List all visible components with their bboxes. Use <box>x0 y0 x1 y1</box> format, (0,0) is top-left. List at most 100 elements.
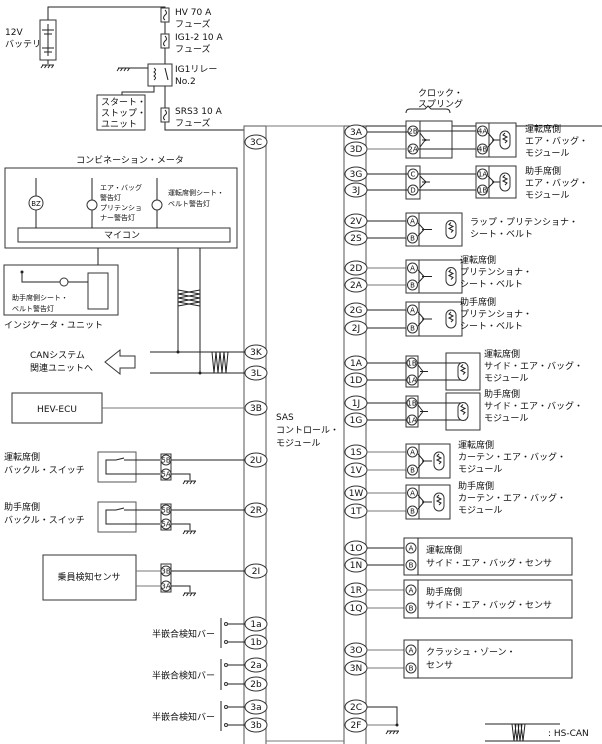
sas-pin-1W-label: 1W <box>349 489 364 499</box>
ground-icon <box>193 592 196 597</box>
ground-icon <box>116 67 130 72</box>
passenger-belt-lamp-label: ベルト警告灯 <box>12 304 54 313</box>
sas-pin-2R-label: 2R <box>250 506 262 516</box>
component-7-label: サイド・エア・バッグ・ <box>484 400 583 412</box>
passenger-buckle-switch-label: 助手席側 <box>4 501 40 513</box>
component-4-pin <box>407 262 418 274</box>
airbag-lamp-label: 警告灯 <box>100 193 121 202</box>
component-2-label: エア・バッグ・ <box>525 177 588 189</box>
component-2-squib-icon <box>501 174 509 186</box>
ground-icon <box>189 480 193 485</box>
component-5-pin <box>407 322 418 334</box>
component-4-label: シート・ベルト <box>460 280 523 290</box>
component-4-pin-label: B <box>410 282 415 290</box>
sas-pin-3J-label: 3J <box>352 186 360 196</box>
sas-module-label: SAS <box>276 413 294 423</box>
component-11-pin-label: B <box>409 605 414 613</box>
ground-icon <box>193 530 196 535</box>
component-9-label: カーテン・エア・バッグ・ <box>458 492 566 504</box>
terminal <box>224 682 228 686</box>
sas-pin-3K-label: 3K <box>250 348 263 358</box>
sas-pin-2V-label: 2V <box>350 217 363 227</box>
ground-icon <box>189 530 193 535</box>
sas-pin-2a-label: 2a <box>250 661 261 671</box>
can-label: CANシステム <box>30 350 85 361</box>
component-6-label: モジュール <box>484 374 528 384</box>
airbag-lamp-label: プリテンショ <box>100 204 142 212</box>
component-9-pin <box>407 505 418 517</box>
clock-spring-label: クロック・ <box>418 88 463 99</box>
component-11-pin <box>405 602 417 614</box>
passenger-buckle-switch-pin-label: 5A <box>161 521 170 529</box>
buzzer-label: BZ <box>31 200 41 208</box>
passenger-buckle-switch-pin-label: 5B <box>161 507 170 515</box>
component-5-squib-icon <box>417 311 432 327</box>
sas-pin-1T-label: 1T <box>350 507 362 517</box>
fuse-icon <box>163 109 167 121</box>
sas-pin-1J-label: 1J <box>352 399 360 409</box>
sas-pin-1b-label: 1b <box>250 638 262 648</box>
ground-icon <box>182 592 186 597</box>
driver-buckle-switch-pin-label: 5B <box>161 457 170 465</box>
fuse-icon <box>163 35 167 47</box>
component-11-pin-label: A <box>409 587 414 595</box>
sas-pin-3O-label: 3O <box>350 646 363 656</box>
twisted-pair-icon <box>520 723 526 742</box>
driver-belt-lamp-label: 運転席側シート・ <box>168 188 224 197</box>
clock-spring-label: スプリング <box>418 98 463 110</box>
sas-pin-1D-label: 1D <box>350 376 363 386</box>
meter-title: コンビネーション・メータ <box>76 155 184 166</box>
component-6-label: 運転席側 <box>484 348 520 360</box>
component-5-pin-label: B <box>410 325 415 333</box>
ground-icon <box>186 530 189 535</box>
ground-icon <box>40 64 54 69</box>
component-12-label: クラッシュ・ゾーン・ <box>426 647 516 658</box>
buzzer-icon <box>28 195 44 211</box>
sas-pin-2S-label: 2S <box>350 234 362 244</box>
hev-ecu-label: HEV-ECU <box>37 405 77 415</box>
component-8-pin <box>407 446 418 458</box>
sas-pin-3C-label: 3C <box>250 138 262 148</box>
component-2-pin <box>477 168 488 180</box>
half-fit-bar-label: 半嵌合検知バー <box>152 670 215 682</box>
airbag-warning-lamp-icon <box>86 199 98 211</box>
driver-belt-lamp-label: ベルト警告灯 <box>168 199 210 208</box>
component-8-label: カーテン・エア・バッグ・ <box>458 451 566 463</box>
driver-buckle-switch-wire <box>105 464 160 475</box>
component-3-squib-icon <box>417 222 432 237</box>
component-4-label: 運転席側 <box>460 254 496 266</box>
sas-pin-2F-label: 2F <box>351 721 362 731</box>
start-stop-unit <box>96 94 146 131</box>
relay-ig1-label: IG1リレー <box>175 65 217 75</box>
component-2-pin <box>477 184 488 196</box>
component-1-squib-icon <box>501 132 509 144</box>
terminal <box>224 705 228 709</box>
passenger-buckle-switch-label: バックル・スイッチ <box>4 515 85 526</box>
occupant-connector <box>160 563 172 593</box>
relay-contact-icon <box>164 67 169 81</box>
driver-buckle-switch-ground-wire <box>171 473 191 480</box>
brace-icon <box>405 105 451 114</box>
micon-label: マイコン <box>104 231 140 241</box>
component-9-squib-icon <box>435 494 443 506</box>
belt-warning-lamp-icon <box>151 199 163 211</box>
sas-pin-3G-label: 3G <box>350 170 363 180</box>
airbag-lamp-label: エア・バッグ <box>100 183 142 192</box>
component-1-label: 運転席側 <box>525 123 561 135</box>
component-4-pin <box>407 279 418 291</box>
component-12-pin <box>405 662 417 674</box>
indicator-wire <box>21 272 60 283</box>
component-10-label: 運転席側 <box>426 544 462 556</box>
sas-pin-2b-label: 2b <box>250 680 262 690</box>
component-2-label: 助手席側 <box>525 165 561 177</box>
component-4-squib-icon <box>417 269 432 284</box>
component-8-squib-icon <box>417 453 432 469</box>
half-fit-bar-label: 半嵌合検知バー <box>152 628 215 640</box>
sas-pin-1G-label: 1G <box>350 416 363 426</box>
passenger-buckle-switch-ground-wire <box>171 523 191 530</box>
passenger-buckle-switch-wire <box>105 514 160 525</box>
component-11-label: サイド・エア・バッグ・センサ <box>426 599 552 611</box>
ground-icon <box>186 480 189 485</box>
ground-icon <box>182 480 196 485</box>
component-11-box <box>403 579 573 619</box>
